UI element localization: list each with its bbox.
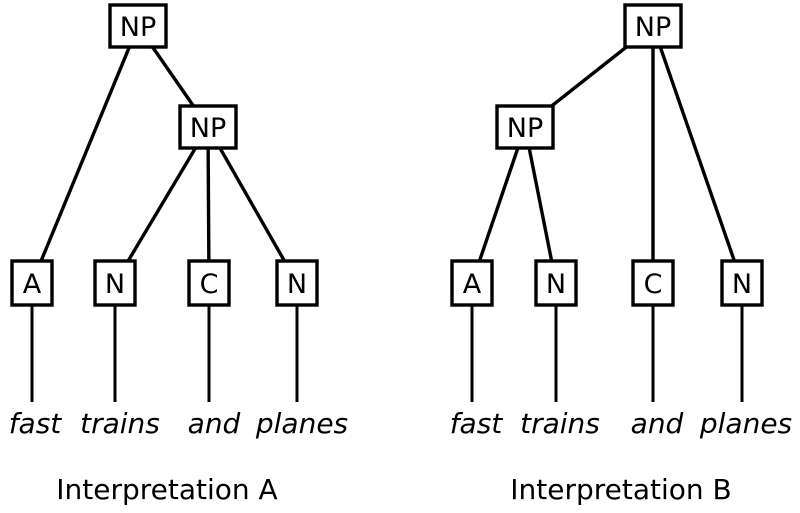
edge-np-inner-leaf-a [470,126,527,284]
node-label-leaf-a: A [463,269,482,300]
edge-np-inner-leaf-c [206,126,211,284]
node-box-leaf-a [10,259,54,307]
word-trains: trains [80,407,160,440]
node-label-leaf-a: A [23,269,42,300]
node-label-leaf-n1: N [105,269,125,300]
caption-interpretation-b: Interpretation B [510,473,732,506]
node-box-leaf-n1 [93,259,137,307]
edge-np-inner-leaf-n1 [523,126,558,284]
node-box-np-root [108,3,168,49]
node-label-leaf-c: C [200,269,219,300]
node-box-np-inner [178,104,238,150]
edge-np-inner-leaf-n2 [206,126,299,284]
node-box-np-inner [495,104,555,150]
node-box-leaf-a [450,259,494,307]
node-label-leaf-n2: N [732,269,752,300]
node-label-leaf-n1: N [546,269,566,300]
word-fast: fast [450,407,504,440]
word-trains: trains [520,407,600,440]
word-planes: planes [699,407,792,440]
word-planes: planes [255,407,348,440]
word-and: and [631,407,684,440]
word-fast: fast [9,407,63,440]
node-label-np-inner: NP [190,113,226,144]
node-label-np-root: NP [120,12,156,43]
node-label-leaf-c: C [644,269,663,300]
node-box-np-root [623,3,683,49]
node-label-np-inner: NP [507,113,543,144]
node-label-leaf-n2: N [287,269,307,300]
node-box-leaf-n2 [275,259,319,307]
edge-np-root-leaf-a [30,25,140,284]
node-box-leaf-c [631,259,675,307]
node-box-leaf-c [187,259,231,307]
node-box-leaf-n1 [534,259,578,307]
node-box-leaf-n2 [720,259,764,307]
caption-interpretation-a: Interpretation A [56,473,277,506]
edge-np-root-leaf-n2 [651,25,744,284]
edge-np-inner-leaf-n1 [113,126,210,284]
node-label-np-root: NP [635,12,671,43]
word-and: and [188,407,241,440]
